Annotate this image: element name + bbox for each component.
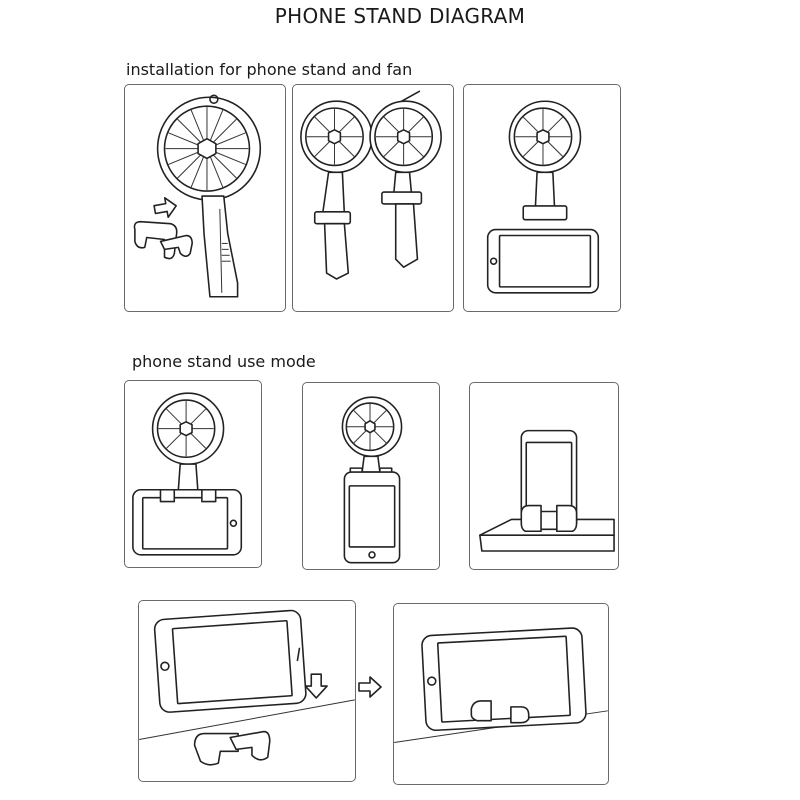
phone-landscape-large — [421, 627, 587, 732]
panel-use-horizontal — [124, 380, 262, 568]
panel-use-desk — [469, 382, 619, 570]
installation-section-label: installation for phone stand and fan — [126, 60, 413, 79]
fan-head — [156, 94, 262, 201]
use-horizontal-illustration — [132, 392, 243, 556]
diagram-title: PHONE STAND DIAGRAM — [274, 4, 526, 28]
use-vertical-illustration — [341, 396, 403, 564]
use-clip-phone-illustration — [394, 627, 608, 743]
use-mode-section-label: phone stand use mode — [132, 352, 316, 371]
phone-landscape — [486, 228, 600, 294]
fan-right — [369, 90, 442, 268]
fan-handle — [201, 195, 239, 298]
install-clip-illustration — [133, 94, 262, 298]
panel-install-clip — [124, 84, 286, 312]
use-desk-illustration — [479, 429, 615, 552]
phone-landscape-large — [153, 609, 307, 713]
arrow-right-icon — [356, 674, 384, 700]
use-clip-only-illustration — [139, 609, 355, 766]
panel-use-clip-phone — [393, 603, 609, 785]
panel-use-clip-only — [138, 600, 356, 782]
arrow-right-icon — [153, 197, 177, 219]
phone-portrait — [520, 429, 578, 531]
panel-install-two-fans — [292, 84, 454, 312]
install-two-fans-illustration — [300, 90, 442, 280]
install-phone-illustration — [486, 100, 600, 294]
panel-install-phone — [463, 84, 621, 312]
stand-clip-small — [193, 730, 271, 766]
fan-left — [300, 100, 373, 280]
panel-use-vertical — [302, 382, 440, 570]
arrow-down-icon — [304, 673, 328, 699]
